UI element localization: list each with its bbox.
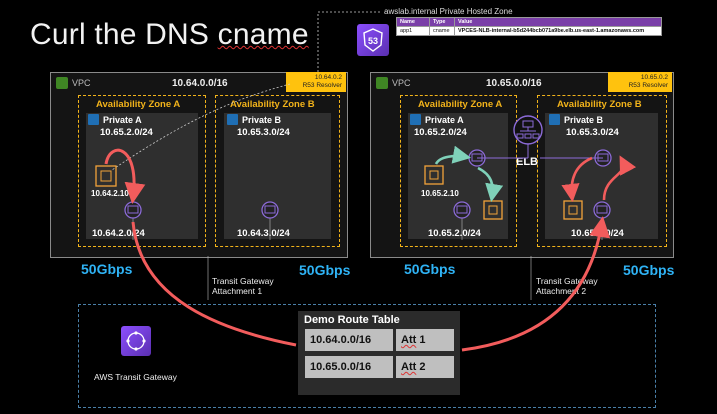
r53-resolver-right: 10.65.0.2 R53 Resolver (608, 72, 672, 92)
vpc-left-cidr: 10.64.0.0/16 (172, 78, 228, 89)
dns-record-type: cname (429, 26, 455, 36)
subnet-private-b-right-header: Private B (549, 114, 603, 125)
transit-gateway-box (78, 304, 656, 408)
bandwidth-label: 50Gbps (623, 262, 675, 278)
subnet-private-a-left-header: Private A (88, 114, 142, 125)
dns-header-name: Name (396, 17, 430, 27)
bandwidth-label: 50Gbps (299, 262, 351, 278)
vpc-left-header: VPC (56, 77, 91, 89)
lock-icon (410, 114, 421, 125)
slide-title: Curl the DNS cname (30, 18, 309, 51)
az-a-right (400, 95, 517, 247)
lock-icon (88, 114, 99, 125)
dns-header-value: Value (454, 17, 662, 27)
az-b-left-label: Availability Zone B (230, 99, 315, 110)
route-cidr-2: 10.65.0.0/16 (305, 356, 393, 378)
route-att-2: Att 2 (396, 356, 454, 378)
tgw-attachment-2-label: Transit Gateway Attachment 2 (536, 276, 598, 296)
svg-text:53: 53 (368, 36, 378, 46)
lock-icon (549, 114, 560, 125)
bandwidth-label: 50Gbps (81, 261, 133, 277)
dns-record-name: app1 (396, 26, 430, 36)
route-table (298, 311, 460, 395)
transit-gateway-icon (121, 326, 151, 356)
az-a-right-label: Availability Zone A (418, 99, 503, 110)
subnet-private-a-left-cidr: 10.65.2.0/24 (100, 127, 153, 138)
eni-cidr-left-a: 10.64.2.0/24 (92, 228, 145, 239)
vpc-right-header: VPC (376, 77, 411, 89)
subnet-private-b-left-header: Private B (227, 114, 281, 125)
route-att-1: Att 1 (396, 329, 454, 351)
route-cidr-1: 10.64.0.0/16 (305, 329, 393, 351)
hosted-zone-label: awslab.internal Private Hosted Zone (384, 7, 513, 16)
bandwidth-label: 50Gbps (404, 261, 456, 277)
az-b-right-label: Availability Zone B (557, 99, 642, 110)
tgw-attachment-1-label: Transit Gateway Attachment 1 (212, 276, 274, 296)
lock-icon (227, 114, 238, 125)
r53-resolver-left: 10.64.0.2 R53 Resolver (286, 72, 346, 92)
vpc-cloud-icon (56, 77, 68, 89)
instance-ip-right: 10.65.2.10 (421, 189, 459, 198)
subnet-private-b-right-cidr: 10.65.3.0/24 (566, 127, 619, 138)
subnet-private-b-left-cidr: 10.65.3.0/24 (237, 127, 290, 138)
eni-cidr-left-b: 10.64.3.0/24 (237, 228, 290, 239)
instance-ip-left: 10.64.2.10 (91, 189, 129, 198)
subnet-private-a-right-cidr: 10.65.2.0/24 (414, 127, 467, 138)
route53-icon: 53 (357, 24, 389, 56)
eni-cidr-right-b: 10.65.3.0/24 (571, 228, 624, 239)
subnet-private-a-right-header: Private A (410, 114, 464, 125)
route-table-title: Demo Route Table (304, 314, 400, 326)
vpc-cloud-icon (376, 77, 388, 89)
elb-label: ELB (516, 156, 538, 168)
az-a-left-label: Availability Zone A (96, 99, 181, 110)
transit-gateway-label: AWS Transit Gateway (94, 372, 177, 382)
dns-header-type: Type (429, 17, 455, 27)
eni-cidr-right-a: 10.65.2.0/24 (428, 228, 481, 239)
dns-record-value: VPCES-NLB-internal-b5d244bcb071a9be.elb.… (454, 26, 662, 36)
dns-record-table: Name Type Value app1 cname VPCES-NLB-int… (396, 17, 662, 36)
vpc-right-cidr: 10.65.0.0/16 (486, 78, 542, 89)
